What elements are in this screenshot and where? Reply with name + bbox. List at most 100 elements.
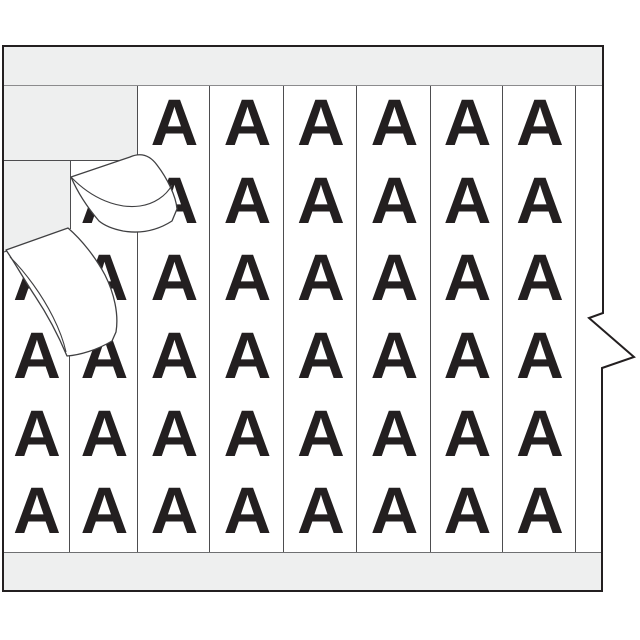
wire-marker-label: A [80,317,129,392]
wire-marker-label: A [370,317,419,392]
wire-marker-label: A [370,84,419,159]
marker-cell: A [431,164,502,242]
marker-cell: A [70,319,137,397]
marker-cell: A [503,164,575,242]
marker-cell: A [70,164,137,242]
wire-marker-label: A [150,240,199,315]
wire-marker-label: A [13,395,61,470]
wire-marker-label: A [516,317,564,392]
marker-cell: A [3,397,69,475]
wire-marker-label: A [370,395,419,470]
wire-marker-label: A [80,240,129,315]
marker-cell: A [138,164,209,242]
marker-cell: A [357,397,430,475]
wire-marker-label: A [80,473,129,548]
wire-marker-label: A [443,240,492,315]
wire-marker-label: A [223,84,272,159]
wire-marker-label: A [297,240,345,315]
wire-marker-label: A [223,317,272,392]
marker-cell: A [284,474,356,552]
marker-cell [70,86,137,164]
wire-marker-label: A [516,240,564,315]
wire-marker-label: A [80,162,129,237]
wire-marker-label: A [297,395,345,470]
wire-marker-label: A [223,240,272,315]
card-header-band [4,47,602,85]
wire-marker-label: A [13,317,61,392]
wire-marker-label: A [443,162,492,237]
marker-cell: A [357,319,430,397]
marker-cell: A [210,164,283,242]
marker-cell: A [210,319,283,397]
wire-marker-label: A [516,84,564,159]
marker-cell: A [138,397,209,475]
marker-cell: A [503,474,575,552]
marker-cell: A [210,86,283,164]
marker-cell: A [357,86,430,164]
marker-cell: A [431,474,502,552]
wire-marker-label: A [516,395,564,470]
marker-cell: A [3,474,69,552]
marker-cell: A [503,319,575,397]
wire-marker-label: A [150,473,199,548]
wire-marker-label: A [13,473,61,548]
marker-cell [3,164,69,242]
wire-marker-label: A [443,473,492,548]
marker-cell: A [3,241,69,319]
wire-marker-label: A [297,84,345,159]
wire-marker-label: A [443,84,492,159]
marker-cell: A [210,397,283,475]
marker-cell: A [503,86,575,164]
marker-cell: A [3,319,69,397]
marker-cell: A [70,397,137,475]
marker-cell: A [284,397,356,475]
marker-cell: A [431,397,502,475]
marker-cell: A [138,241,209,319]
wire-marker-label: A [13,240,61,315]
wire-marker-label: A [443,317,492,392]
wire-marker-label: A [150,162,199,237]
card-footer-band [4,553,602,591]
marker-cell: A [210,241,283,319]
marker-cell: A [357,474,430,552]
marker-cell: A [431,86,502,164]
wire-marker-label: A [223,395,272,470]
wire-marker-label: A [223,473,272,548]
wire-marker-label: A [370,240,419,315]
wire-marker-label: A [223,162,272,237]
marker-cell: A [284,319,356,397]
marker-cell: A [284,164,356,242]
marker-cell: A [70,474,137,552]
marker-cell: A [357,164,430,242]
wire-marker-label: A [150,84,199,159]
wire-marker-label: A [370,162,419,237]
marker-cell [3,86,69,164]
marker-cell: A [503,241,575,319]
marker-cell: A [70,241,137,319]
wire-marker-label: A [80,395,129,470]
wire-marker-label: A [516,162,564,237]
wire-marker-label: A [370,473,419,548]
wire-marker-label: A [297,317,345,392]
wire-marker-label: A [150,317,199,392]
marker-cell: A [357,241,430,319]
marker-cell: A [138,86,209,164]
marker-cell: A [284,86,356,164]
marker-cell: A [284,241,356,319]
marker-cell: A [431,319,502,397]
marker-cell: A [431,241,502,319]
wire-marker-label: A [297,162,345,237]
wire-marker-label: A [516,473,564,548]
marker-cell: A [210,474,283,552]
marker-cell: A [503,397,575,475]
marker-cell: A [138,319,209,397]
